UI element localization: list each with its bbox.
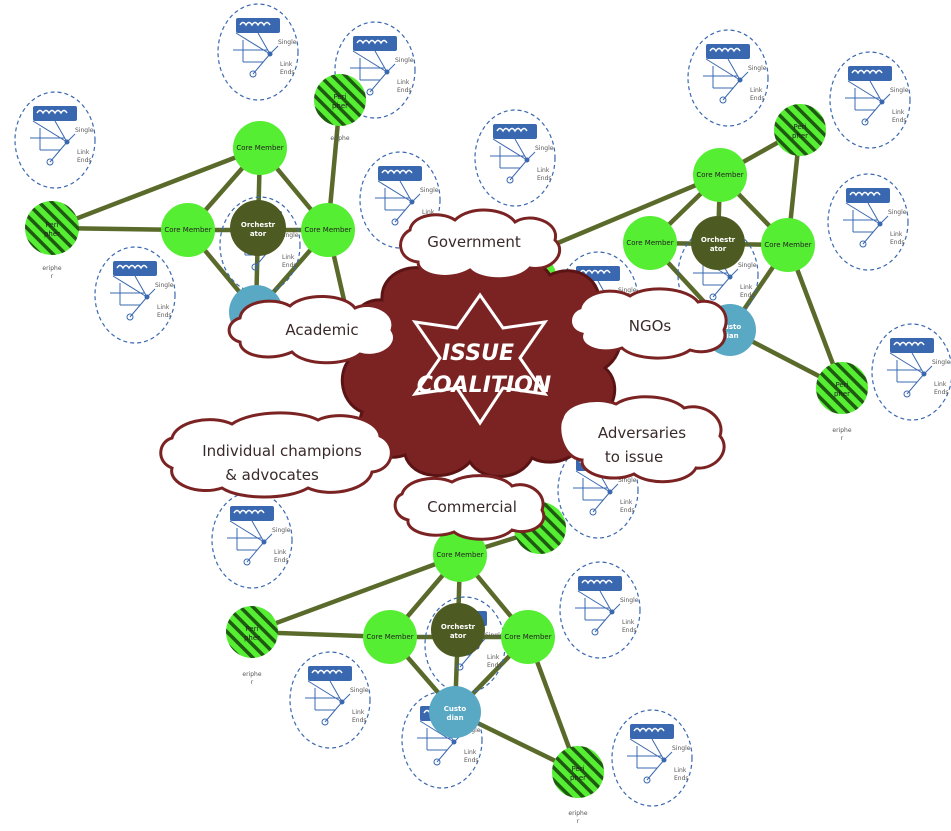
peripheral-under-label: eriphe [832,427,851,434]
orchestrator-label: Orchestr [701,236,736,244]
core-member-node [623,216,677,270]
cloud-adversaries-label-line1: Adversaries [598,424,686,442]
orchestrator-label: ator [710,245,727,253]
core-member-label: Core Member [504,633,551,641]
peripheral-label: pher [332,102,348,110]
cloud-commercial-label: Commercial [427,498,517,516]
peripheral-label: Peri [45,221,58,229]
peripheral-node [774,104,826,156]
peripheral-label: pher [44,230,60,238]
peripheral-label: Peri [245,625,258,633]
peripheral-under-label: r [577,818,580,825]
peripheral-under-label: eriphe [42,265,61,272]
core-member-label: Core Member [626,239,673,247]
peripheral-label: pher [834,390,850,398]
orchestrator-node [230,200,286,256]
orchestrator-label: Orchestr [241,221,276,229]
core-member-node [693,148,747,202]
peripheral-label: pher [570,774,586,782]
peripheral-under-label: r [841,435,844,442]
custodian-label: dian [721,332,738,340]
coalition-title-line2: COALITION [417,373,551,398]
cloud-ngos: NGOs [569,287,728,360]
cloud-academic: Academic [227,294,396,365]
core-member-node [161,203,215,257]
orchestrator-label: ator [250,230,267,238]
peripheral-label: Peri [835,381,848,389]
core-member-label: Core Member [366,633,413,641]
core-member-label: Core Member [436,551,483,559]
orchestrator-node [691,216,745,270]
cloud-individual-label-line2: & advocates [225,466,319,484]
cloud-individual-label-line1: Individual champions [202,442,362,460]
peripheral-under-label: r [251,679,254,686]
core-member-label: Core Member [164,226,211,234]
cluster-bottom [226,502,604,798]
peripheral-under-label: eriphe [242,671,261,678]
core-member-node [363,610,417,664]
peripheral-under-label: eriphe [330,135,349,142]
orchestrator-label: Orchestr [441,623,476,631]
cloud-adversaries-label-line2: to issue [605,448,663,466]
peripheral-node [552,746,604,798]
core-member-node [233,121,287,175]
custodian-label: Custo [444,705,467,713]
core-member-node [501,610,555,664]
cloud-academic-label: Academic [285,321,358,339]
issue-coalition-cloud: ISSUE COALITION [340,254,622,478]
custodian-label: Custo [719,323,742,331]
cloud-commercial: Commercial [393,474,546,541]
cloud-government: Government [399,208,562,281]
core-member-node [301,203,355,257]
peripheral-node [816,362,868,414]
peripheral-label: pher [792,132,808,140]
orchestrator-label: ator [450,632,467,640]
coalition-title-line1: ISSUE [442,341,514,366]
core-member-node [761,218,815,272]
node-labels: Core Member Core Member Core Member Core… [42,93,851,825]
peripheral-label: Peri [333,93,346,101]
peripheral-label: pher [244,634,260,642]
cloud-ngos-label: NGOs [629,317,672,335]
peripheral-node [25,201,79,255]
peripheral-node [226,606,278,658]
custodian-node [429,686,481,738]
core-member-label: Core Member [696,171,743,179]
core-member-label: Core Member [304,226,351,234]
orchestrator-node [431,603,485,657]
peripheral-node [314,74,366,126]
core-member-node [433,528,487,582]
custodian-label: dian [446,714,463,722]
peripheral-under-label: eriphe [568,810,587,817]
cloud-adversaries: Adversaries to issue [558,395,726,484]
peripheral-under-label: r [51,273,54,280]
cloud-government-label: Government [427,233,521,251]
core-member-label: Core Member [236,144,283,152]
core-member-label: Core Member [764,241,811,249]
cloud-individual: Individual champions & advocates [159,411,393,499]
peripheral-label: Peri [793,123,806,131]
stakeholder-clouds: Government Academic NGOs Individual cham… [159,208,728,541]
peripheral-label: Peri [571,765,584,773]
